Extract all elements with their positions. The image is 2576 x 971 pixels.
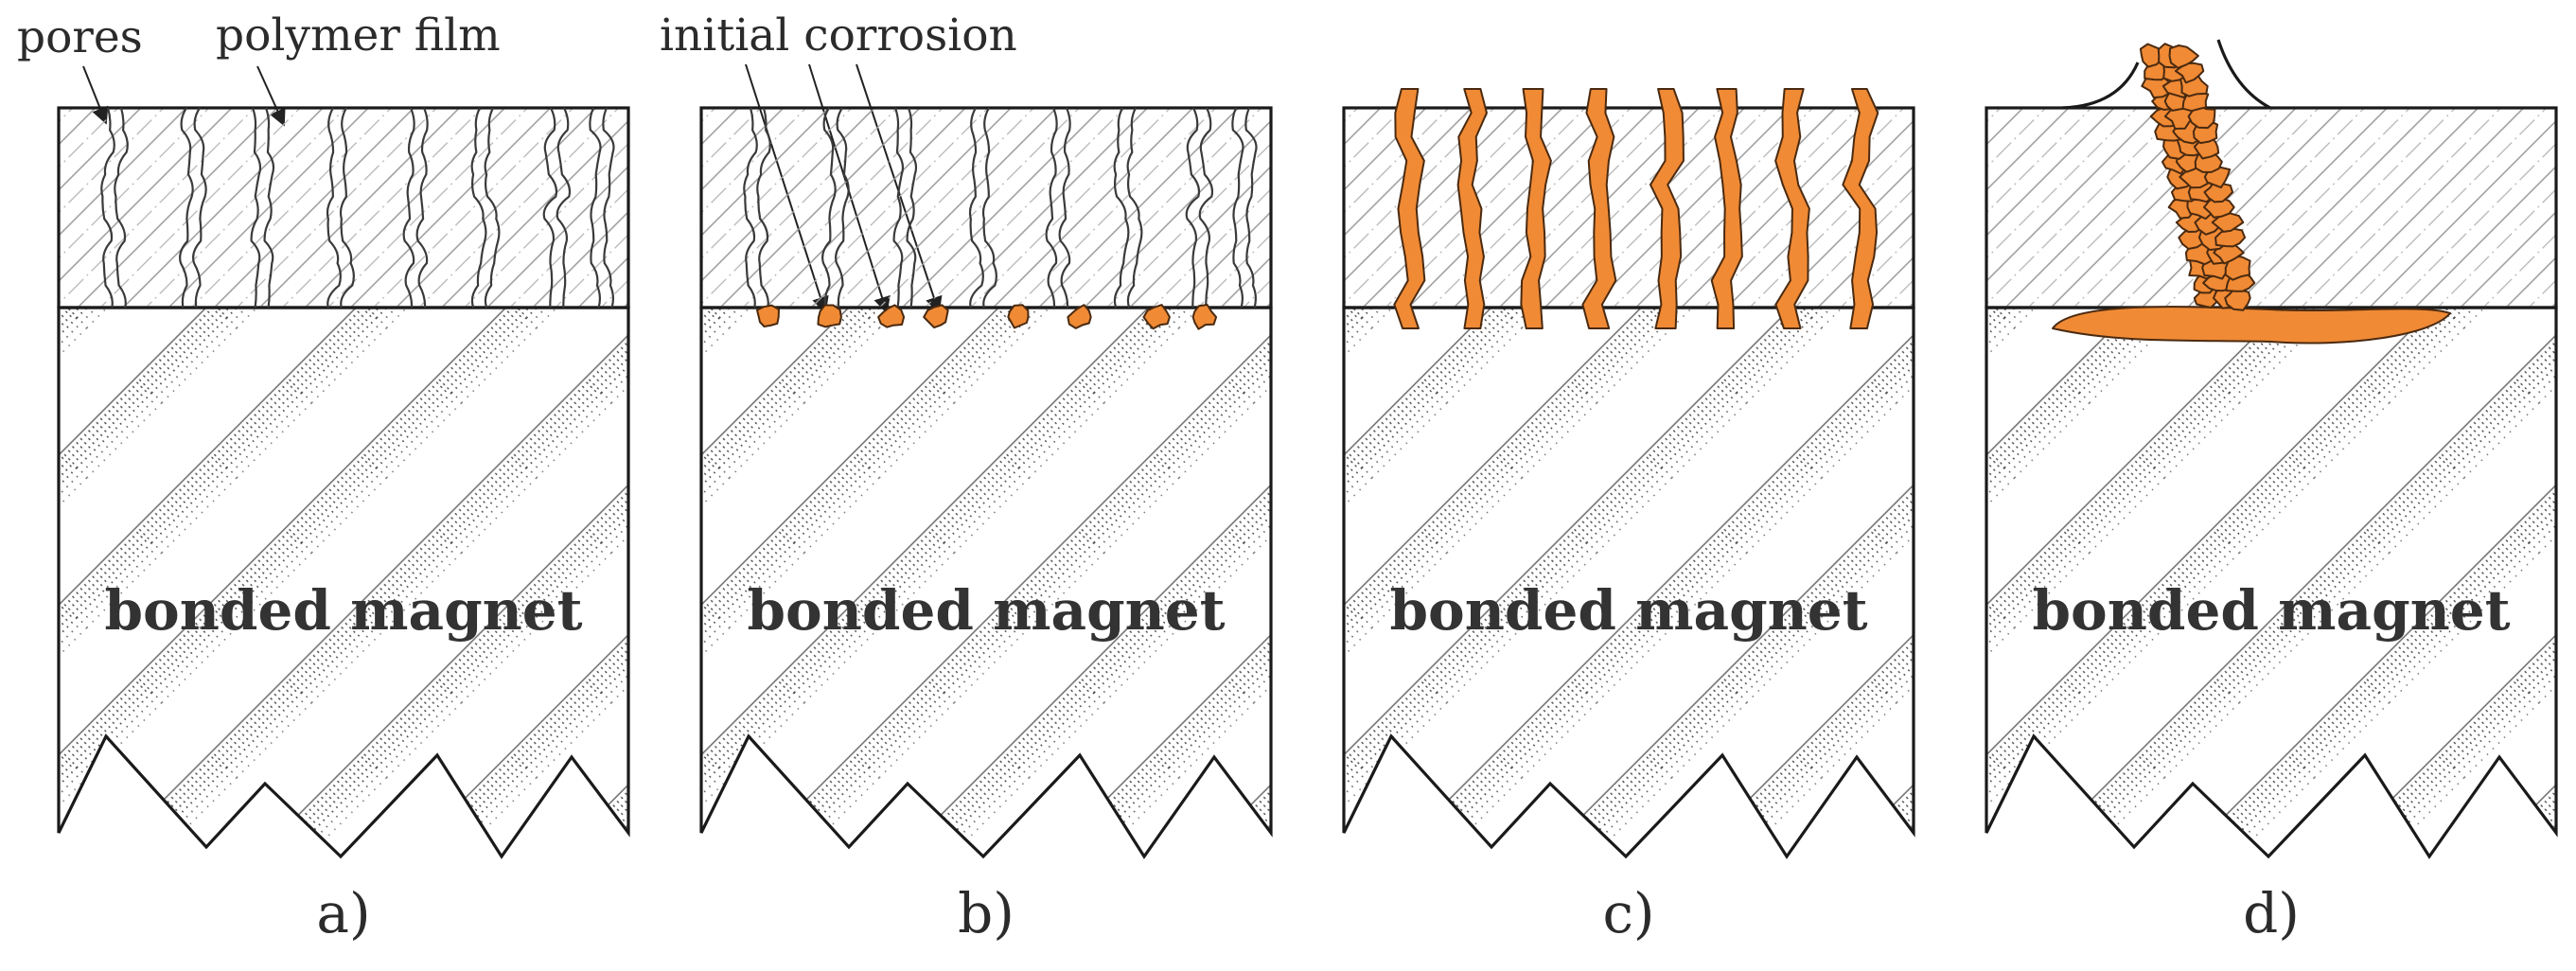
polymer-film [59, 108, 628, 308]
pore-wall [556, 107, 572, 309]
pore-wall [339, 107, 355, 309]
corrosion-spot [877, 304, 906, 328]
pore-wall [906, 107, 918, 309]
polymer-film-label: polymer film [216, 9, 501, 62]
corrosion-in-pore [1774, 88, 1810, 329]
pores [100, 107, 615, 309]
pore-wall [1126, 107, 1143, 309]
corrosion-in-pore [1456, 88, 1488, 329]
corrosion-column [2139, 43, 2256, 311]
magnet-outline [1342, 306, 1915, 859]
polymer-film-outline [57, 106, 630, 309]
corrosion-in-pore [1581, 88, 1617, 329]
corrosion-in-pore [1393, 88, 1426, 329]
bonded-magnet-label: bonded magnet [1390, 578, 1868, 643]
pore-wall [981, 107, 997, 309]
corrosion-spot [1142, 304, 1171, 330]
pore-wall [602, 107, 615, 309]
polymer-film-outline [1342, 106, 1915, 309]
pore-wall [114, 107, 129, 309]
magnet-outline [1985, 306, 2558, 859]
corrosion-spot [1191, 304, 1218, 330]
corrosion-spot [923, 304, 949, 329]
corrosion-product [2224, 255, 2251, 281]
corrosion-delamination [2052, 43, 2451, 344]
corrosion-product [2203, 180, 2234, 203]
polymer-film [1986, 108, 2556, 308]
pore [589, 107, 602, 309]
corrosion-layer [2052, 306, 2451, 344]
corrosion-spot [756, 304, 780, 327]
magnet-body [1344, 308, 1914, 856]
polymer-film [1344, 108, 1914, 308]
bonded-magnet-label: bonded magnet [2033, 578, 2511, 643]
bonded-magnet-label: bonded magnet [105, 578, 583, 643]
panel-letter: b) [958, 881, 1015, 945]
pore-wall [415, 107, 429, 309]
panel-letter: a) [316, 881, 370, 945]
panel-c: bonded magnet c) [1342, 88, 1915, 945]
magnet-body [1986, 308, 2556, 856]
film-bulge-right [2216, 39, 2271, 110]
pores [743, 107, 1258, 309]
corrosion-in-pore [1520, 88, 1552, 329]
magnet-outline [699, 306, 1273, 859]
initial-corrosion-spots [756, 304, 1218, 330]
film-bulge-left [2061, 62, 2140, 110]
pores-label: pores [17, 11, 143, 63]
bonded-magnet-label: bonded magnet [748, 578, 1226, 643]
panel-letter: d) [2243, 881, 2300, 945]
corrosion-in-pore [1710, 88, 1743, 329]
corrosion-in-pore [1842, 88, 1879, 329]
pore-wall [1198, 107, 1214, 309]
pore [250, 107, 262, 309]
pore-wall [1058, 107, 1071, 309]
magnet-outline [57, 306, 630, 859]
pore-wall [263, 107, 275, 309]
corrosion-product [2214, 227, 2247, 248]
corrosion-product [2174, 62, 2205, 84]
pore-wall [192, 107, 207, 309]
corrosion-filled-pores [1393, 88, 1879, 329]
pore [1185, 107, 1201, 309]
pore [326, 107, 342, 309]
pore [1113, 107, 1130, 309]
polymer-film [701, 108, 1271, 308]
corrosion-spot [817, 304, 842, 328]
pore [542, 107, 558, 309]
polymer-film-outline [699, 106, 1273, 309]
pore [402, 107, 415, 309]
pore-wall [1244, 107, 1258, 309]
pore [1045, 107, 1058, 309]
pore [968, 107, 984, 309]
polymer-film-outline [1985, 106, 2558, 309]
initial-corrosion-label: initial corrosion [660, 9, 1017, 62]
pore [1231, 107, 1244, 309]
pore [470, 107, 487, 309]
panel-d: bonded magnet d) [1985, 39, 2558, 945]
pore [179, 107, 194, 309]
pore [743, 107, 758, 309]
corrosion-in-pore [1649, 88, 1685, 329]
magnet-body [59, 308, 628, 856]
corrosion-spot [1007, 304, 1030, 329]
pore [100, 107, 115, 309]
pore [821, 107, 837, 309]
corrosion-product [2168, 44, 2199, 69]
pore [892, 107, 905, 309]
corrosion-spot [1067, 304, 1092, 329]
pore-wall [484, 107, 501, 309]
panel-b: bonded magnet b) [699, 106, 1273, 945]
panel-a: bonded magnet a) [57, 106, 630, 945]
magnet-body [701, 308, 1271, 856]
corrosion-product [2187, 104, 2216, 130]
pore-wall [756, 107, 771, 309]
panel-letter: c) [1602, 881, 1654, 945]
pore-wall [835, 107, 850, 309]
